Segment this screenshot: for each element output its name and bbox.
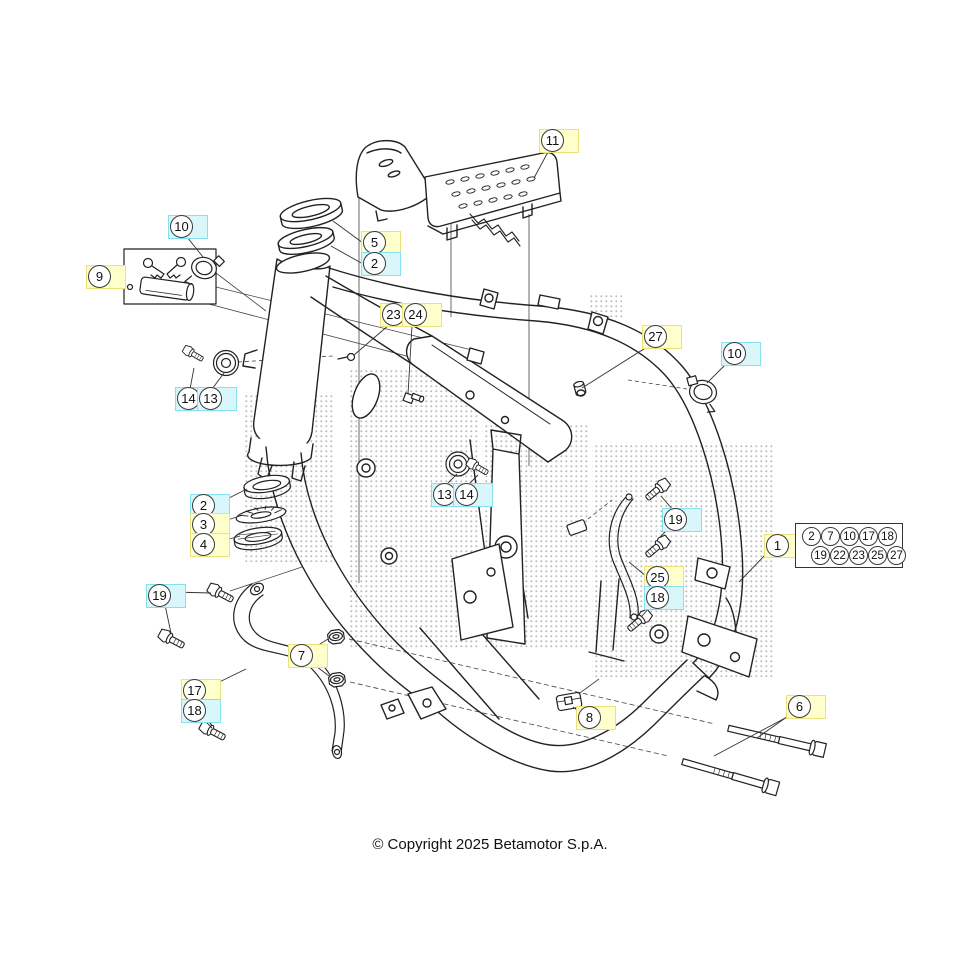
callout-balloon-8[interactable]: 8 (576, 706, 616, 730)
callout-number: 19 (148, 584, 171, 607)
part-skid-plate (355, 139, 562, 247)
callout-balloon-14[interactable]: 14 (453, 483, 493, 507)
part-seal-4 (233, 526, 283, 551)
callout-number: 9 (88, 265, 111, 288)
callout-balloon-10[interactable]: 10 (721, 342, 761, 366)
legend-part-23[interactable]: 23 (849, 546, 868, 565)
loose-parts (123, 248, 828, 797)
part-clamp-left (184, 255, 225, 285)
legend-part-27[interactable]: 27 (887, 546, 906, 565)
legend-part-17[interactable]: 17 (859, 527, 878, 546)
callout-balloon-9[interactable]: 9 (86, 265, 126, 289)
callout-number: 4 (192, 533, 215, 556)
legend-part-19[interactable]: 19 (811, 546, 830, 565)
part-spacer-13-left (212, 349, 240, 377)
legend-part-18[interactable]: 18 (878, 527, 897, 546)
callout-number: 1 (766, 534, 789, 557)
frame-head-tube (242, 252, 331, 482)
callout-number: 11 (541, 129, 564, 152)
callout-balloon-18[interactable]: 18 (644, 586, 684, 610)
callout-number: 14 (177, 387, 200, 410)
callout-number: 18 (646, 586, 669, 609)
callout-number: 13 (199, 387, 222, 410)
callout-number: 7 (290, 644, 313, 667)
callout-number: 14 (455, 483, 478, 506)
part-clip-8 (555, 691, 583, 712)
callout-number: 18 (183, 699, 206, 722)
callout-number: 24 (404, 303, 427, 326)
part-bearing-rings (277, 197, 344, 255)
copyright-text: © Copyright 2025 Betamotor S.p.A. (372, 836, 608, 853)
callout-balloon-24[interactable]: 24 (402, 303, 442, 327)
callout-balloon-19[interactable]: 19 (662, 508, 702, 532)
legend-part-2[interactable]: 2 (802, 527, 821, 546)
legend-part-25[interactable]: 25 (868, 546, 887, 565)
callout-balloon-19[interactable]: 19 (146, 584, 186, 608)
leader-lines (112, 151, 792, 757)
part-elbow-24 (402, 392, 425, 405)
callout-number: 10 (723, 342, 746, 365)
callout-number: 19 (664, 508, 687, 531)
part-bushing-13-center (445, 451, 471, 477)
part-bracket-17 (233, 582, 345, 760)
legend-part-22[interactable]: 22 (830, 546, 849, 565)
callout-number: 5 (363, 231, 386, 254)
callout-number: 8 (578, 706, 601, 729)
part-clamp-right (686, 375, 718, 413)
lock-mount-target (566, 519, 588, 536)
callout-number: 2 (363, 252, 386, 275)
part-screw-23 (337, 352, 356, 362)
part-plug-27 (573, 380, 587, 397)
callout-number: 27 (644, 325, 667, 348)
callout-balloon-4[interactable]: 4 (190, 533, 230, 557)
part-bearing-2 (243, 474, 291, 500)
callout-balloon-7[interactable]: 7 (288, 644, 328, 668)
legend-part-7[interactable]: 7 (821, 527, 840, 546)
part-washer-3 (235, 505, 287, 524)
callout-balloon-13[interactable]: 13 (197, 387, 237, 411)
callout-balloon-18[interactable]: 18 (181, 699, 221, 723)
callout-balloon-2[interactable]: 2 (361, 252, 401, 276)
frame-body (242, 139, 758, 773)
callout-balloon-10[interactable]: 10 (168, 215, 208, 239)
part-guide-25 (608, 493, 639, 621)
callout-number: 6 (788, 695, 811, 718)
callout-balloon-11[interactable]: 11 (539, 129, 579, 153)
callout-number: 10 (170, 215, 193, 238)
callout-balloon-6[interactable]: 6 (786, 695, 826, 719)
frame-brackets (356, 429, 758, 720)
callout-balloon-27[interactable]: 27 (642, 325, 682, 349)
frame-main-beam (310, 275, 573, 463)
legend-part-10[interactable]: 10 (840, 527, 859, 546)
callout-number: 2 (192, 494, 215, 517)
